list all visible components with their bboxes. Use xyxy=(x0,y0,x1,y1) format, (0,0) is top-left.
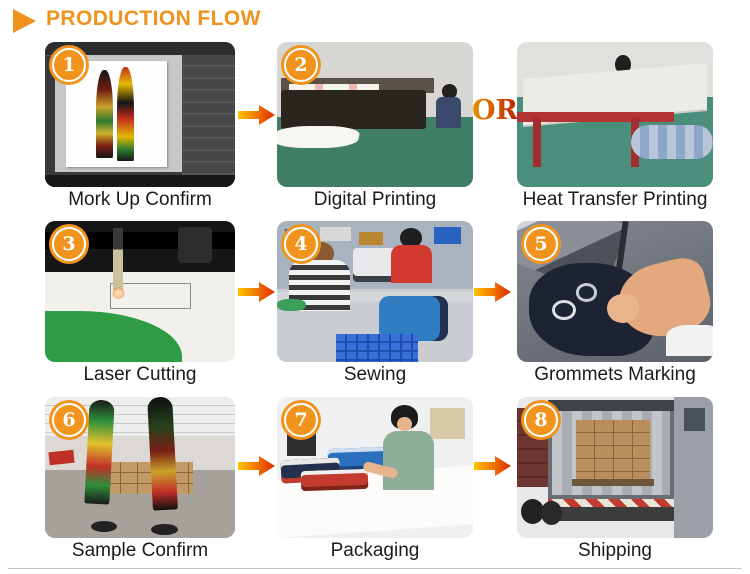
flow-arrow-5 xyxy=(474,455,512,477)
worker-head xyxy=(441,84,458,99)
truck-wheel xyxy=(520,498,545,524)
blue-fabric xyxy=(378,295,448,341)
photo-sample-confirm: 6 xyxy=(45,397,235,538)
carton-stack xyxy=(429,408,466,440)
step-badge-1: 1 xyxy=(52,48,86,82)
laser-spark xyxy=(111,287,125,299)
or-connector: OR xyxy=(467,90,523,128)
caption-laser-cutting: Laser Cutting xyxy=(83,364,197,385)
design-page xyxy=(65,60,167,167)
caption-mockup-confirm: Mork Up Confirm xyxy=(68,189,212,210)
worker-green-shirt xyxy=(382,430,434,491)
or-label: OR xyxy=(472,95,519,126)
feather-flag-sample xyxy=(146,397,178,511)
fabric-roller xyxy=(630,124,713,160)
flow-arrow-1 xyxy=(238,104,276,126)
worker-head xyxy=(400,228,423,248)
photo-sewing: 4 xyxy=(277,221,473,362)
step-badge-3: 3 xyxy=(52,227,86,261)
folded-flag-red xyxy=(300,469,368,492)
shelf-box xyxy=(359,232,383,245)
flag-design-left xyxy=(96,69,114,158)
flow-arrow-3 xyxy=(474,281,512,303)
feather-flag-sample xyxy=(84,399,115,505)
page-title: PRODUCTION FLOW xyxy=(46,7,261,30)
blue-basket xyxy=(335,333,419,362)
grommet-ring xyxy=(552,299,576,321)
caption-heat-transfer-printing: Heat Transfer Printing xyxy=(522,189,708,210)
shelf-box xyxy=(320,226,352,241)
gantry-motor xyxy=(178,226,213,264)
hazard-bumper xyxy=(548,498,674,507)
step-badge-8: 8 xyxy=(524,403,558,437)
header-triangle-icon xyxy=(13,9,36,33)
photo-mockup-confirm: 1 xyxy=(45,42,235,187)
photo-shipping: 8 xyxy=(517,397,713,538)
shelf-box xyxy=(433,226,462,244)
machine-leg xyxy=(532,117,541,167)
worker-thumb xyxy=(607,294,639,323)
step-badge-6: 6 xyxy=(52,403,86,437)
caption-sewing: Sewing xyxy=(343,364,407,385)
truck-bed xyxy=(548,506,674,522)
pallet xyxy=(571,478,655,486)
caption-shipping: Shipping xyxy=(578,540,652,561)
truck-wheel xyxy=(540,501,563,526)
flow-arrow-2 xyxy=(238,281,276,303)
step-badge-5: 5 xyxy=(524,227,558,261)
caption-digital-printing: Digital Printing xyxy=(313,189,437,210)
machine-frame xyxy=(517,111,674,122)
printer-machine xyxy=(280,89,426,129)
sewing-table xyxy=(277,291,473,302)
step-badge-7: 7 xyxy=(284,403,318,437)
flag-base xyxy=(151,523,178,536)
step-badge-2: 2 xyxy=(284,48,318,82)
caption-packaging: Packaging xyxy=(330,540,420,561)
photoshop-panel xyxy=(181,55,235,176)
photo-digital-printing: 2 xyxy=(277,42,473,187)
sleeve-cuff xyxy=(665,325,713,357)
red-banner xyxy=(48,449,75,465)
photo-laser-cutting: 3 xyxy=(45,221,235,362)
caption-sample-confirm: Sample Confirm xyxy=(71,540,209,561)
laser-head xyxy=(113,228,123,291)
grommet-ring xyxy=(575,283,598,302)
photo-heat-transfer-printing xyxy=(517,42,713,187)
bottom-divider xyxy=(8,568,742,569)
green-fabric xyxy=(277,298,307,312)
photo-packaging: 7 xyxy=(277,397,473,538)
green-fabric xyxy=(45,311,182,362)
caption-grommets-marking: Grommets Marking xyxy=(534,364,696,385)
wall-window xyxy=(683,408,706,431)
fabric-roll xyxy=(277,126,362,148)
flag-design-right xyxy=(117,66,135,161)
worker-face xyxy=(396,416,413,431)
worker-body xyxy=(435,97,462,128)
flow-arrow-4 xyxy=(238,455,276,477)
worker-red-shirt xyxy=(390,244,432,284)
photo-grommets-marking: 5 xyxy=(517,221,713,362)
monitor-bezel xyxy=(45,175,235,187)
carton-stack xyxy=(575,419,651,479)
step-badge-4: 4 xyxy=(284,227,318,261)
container-top-edge xyxy=(548,399,674,412)
flag-base xyxy=(90,521,118,533)
cut-outline xyxy=(109,283,192,309)
